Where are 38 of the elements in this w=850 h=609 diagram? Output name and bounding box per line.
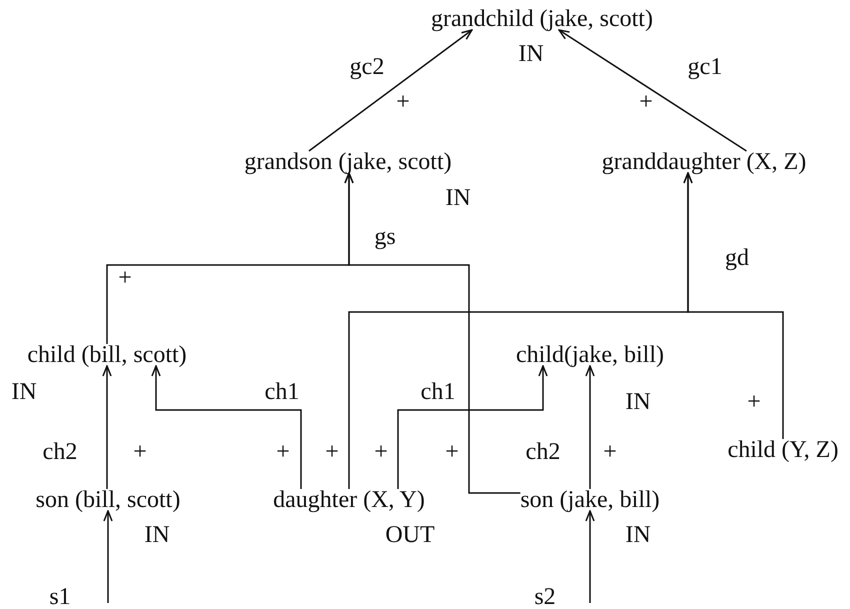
- status-label: IN: [625, 524, 651, 546]
- justification-arrow: [683, 172, 784, 439]
- sign-label: +: [747, 391, 761, 413]
- status-label: IN: [518, 43, 544, 65]
- sign-label: +: [325, 441, 339, 463]
- justification-arrow: [585, 510, 595, 603]
- justification-arrow: [308, 29, 473, 152]
- sign-label: +: [639, 91, 653, 113]
- status-label: IN: [144, 524, 170, 546]
- sign-label: +: [445, 441, 459, 463]
- predicate-label: grandchild (jake, scott): [431, 8, 653, 30]
- justification-arrow: [558, 29, 747, 152]
- status-label: IN: [11, 381, 37, 403]
- edge-label: gd: [723, 247, 751, 269]
- status-label: IN: [445, 187, 471, 209]
- justification-arrow: [397, 365, 548, 489]
- predicate-label: grandson (jake, scott): [244, 151, 452, 173]
- predicate-label: daughter (X, Y): [273, 489, 425, 511]
- justification-arrow: [344, 172, 520, 494]
- justification-arrow: [102, 365, 112, 489]
- status-label: OUT: [385, 524, 435, 546]
- sign-label: +: [276, 441, 290, 463]
- status-label: IN: [625, 391, 651, 413]
- sign-label: +: [118, 267, 132, 289]
- justification-arrow: [585, 365, 595, 489]
- predicate-label: child (Y, Z): [728, 439, 838, 461]
- predicate-label: child(jake, bill): [516, 344, 664, 366]
- predicate-label: son (bill, scott): [36, 489, 180, 511]
- predicate-label: son (jake, bill): [520, 489, 660, 511]
- sign-label: +: [374, 441, 388, 463]
- predicate-label: child (bill, scott): [27, 344, 187, 366]
- justification-arrow: [103, 510, 113, 603]
- justification-arrow: [151, 365, 302, 489]
- sign-label: +: [396, 91, 410, 113]
- sign-label: +: [603, 441, 617, 463]
- sign-label: +: [133, 441, 147, 463]
- predicate-label: granddaughter (X, Z): [602, 151, 806, 173]
- edge-label: gc2: [348, 56, 386, 78]
